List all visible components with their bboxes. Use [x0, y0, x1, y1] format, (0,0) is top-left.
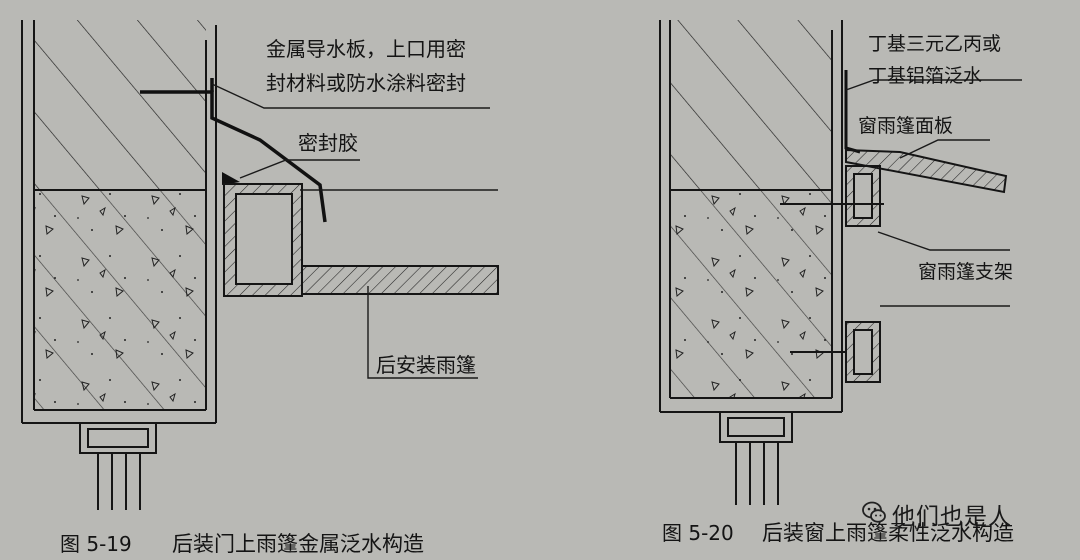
- masonry-band-right: [670, 20, 832, 190]
- canopy-bracket-lower: [845, 321, 881, 383]
- label-canopy: 后安装雨篷: [376, 353, 476, 377]
- caption-number-right: 图 5-20: [662, 521, 734, 545]
- wall-outline-right: [659, 20, 843, 413]
- caption-title-right: 后装窗上雨篷柔性泛水构造: [762, 521, 1014, 545]
- flexible-flashing: [844, 70, 861, 154]
- figure-5-20: 丁基三元乙丙或 丁基铝箔泛水 窗雨篷面板 窗雨篷支架 图 5-20 后装窗上雨篷…: [659, 20, 1022, 545]
- canopy-panel: [845, 148, 1008, 194]
- sealant-blob: [222, 172, 240, 185]
- door-frame-left: [79, 422, 157, 510]
- fasteners: [780, 203, 884, 353]
- wall-outline-left: [21, 20, 217, 424]
- window-frame-right: [719, 411, 793, 505]
- canopy-box-left: [223, 183, 303, 297]
- label-bracket: 窗雨篷支架: [918, 261, 1013, 283]
- label-flashing-2: 丁基铝箔泛水: [868, 65, 982, 87]
- caption-title-left: 后装门上雨篷金属泛水构造: [172, 532, 424, 556]
- leader-lines-right: [845, 79, 1022, 307]
- wechat-icon: [862, 501, 886, 523]
- caption-number-left: 图 5-19: [60, 532, 132, 556]
- canopy-slab-left: [301, 265, 499, 295]
- concrete-hatch-right: [670, 190, 832, 398]
- figure-5-19: 金属导水板，上口用密 封材料或防水涂料密封 密封胶 后安装雨篷 图 5-19 后…: [21, 20, 499, 556]
- label-panel: 窗雨篷面板: [858, 115, 953, 137]
- concrete-hatch-left: [34, 190, 206, 410]
- watermark-text: 他们也是人: [892, 504, 1012, 530]
- label-sealant: 密封胶: [298, 131, 358, 155]
- leader-lines-left: [211, 83, 498, 379]
- metal-guide-board: [140, 78, 327, 223]
- masonry-band-left: [34, 20, 206, 190]
- canopy-bracket-upper: [845, 165, 881, 227]
- label-metal-board-1: 金属导水板，上口用密: [266, 37, 466, 61]
- label-metal-board-2: 封材料或防水涂料密封: [266, 71, 466, 95]
- label-flashing-1: 丁基三元乙丙或: [868, 33, 1001, 55]
